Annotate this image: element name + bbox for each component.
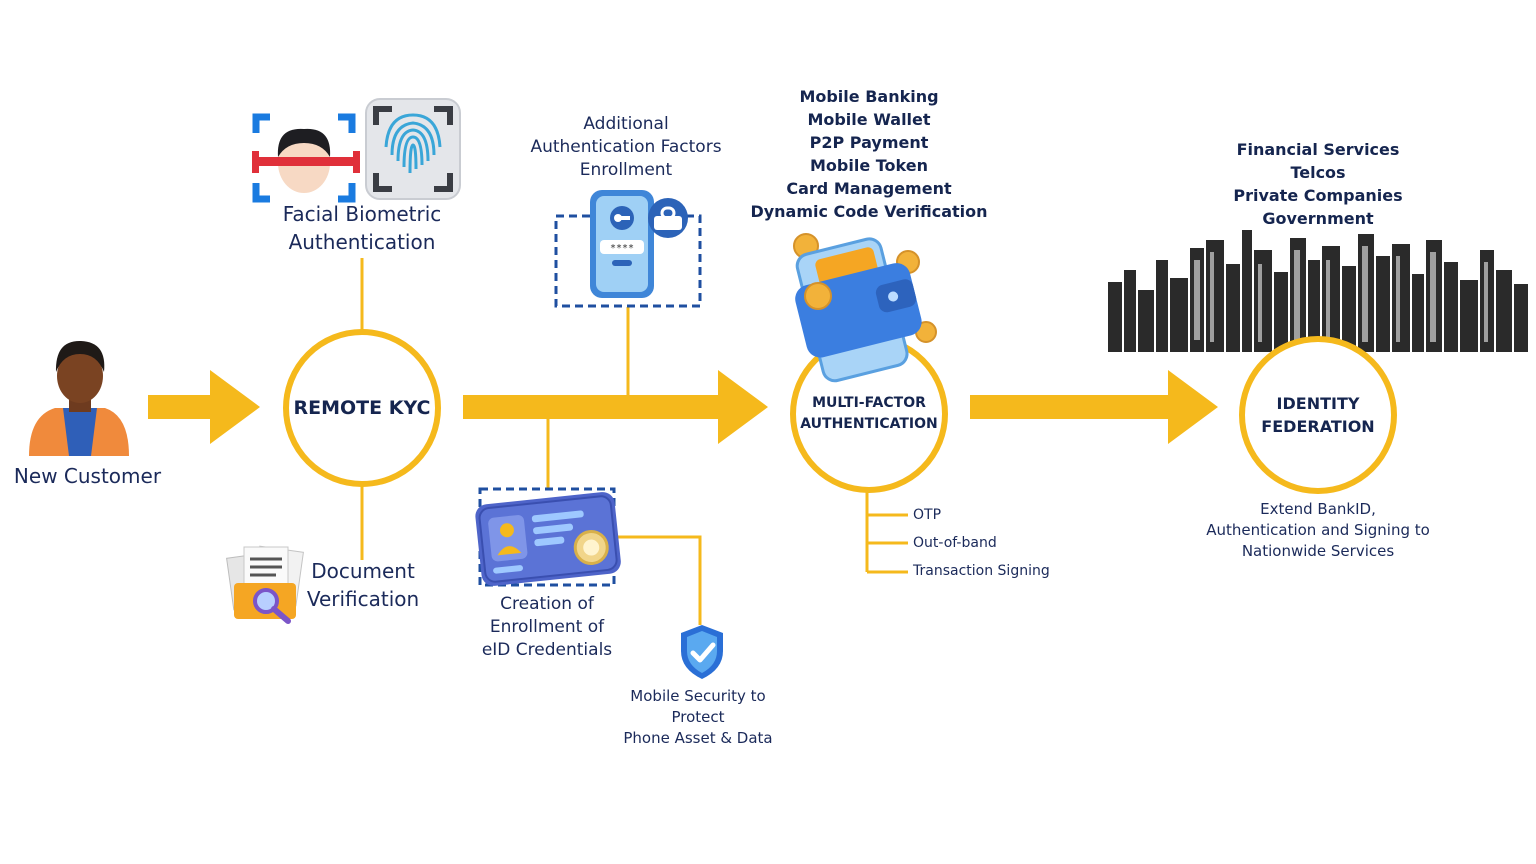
facial-biometric-label: Facial Biometric Authentication bbox=[262, 200, 462, 256]
use-case-item: Card Management bbox=[786, 179, 952, 198]
additional-factors-label: Additional Authentication Factors Enroll… bbox=[518, 113, 734, 182]
use-case-item: Dynamic Code Verification bbox=[750, 202, 988, 221]
mfa-method-transaction-signing: Transaction Signing bbox=[913, 563, 1050, 579]
mfa-title-line-1: MULTI-FACTOR bbox=[812, 395, 926, 411]
document-line-2: Verification bbox=[306, 587, 420, 611]
document-verification-label: Document Verification bbox=[300, 557, 426, 613]
use-case-item: Mobile Wallet bbox=[807, 110, 931, 129]
person-icon bbox=[29, 340, 129, 456]
sector-item: Government bbox=[1262, 209, 1374, 228]
document-search-icon bbox=[226, 545, 304, 624]
phone-auth-icon: **** bbox=[590, 190, 688, 298]
sector-item: Telcos bbox=[1290, 163, 1346, 182]
use-case-item: Mobile Banking bbox=[799, 87, 939, 106]
face-scan-icon bbox=[252, 113, 360, 203]
creation-line-1: Creation of bbox=[500, 594, 594, 614]
mfa-method-otp: OTP bbox=[913, 507, 942, 523]
arrow-kyc-to-mfa bbox=[463, 370, 768, 444]
mfa-use-case-list: Mobile Banking Mobile Wallet P2P Payment… bbox=[740, 85, 998, 223]
use-case-item: Mobile Token bbox=[810, 156, 928, 175]
mobile-security-label: Mobile Security to Protect Phone Asset &… bbox=[610, 686, 786, 749]
federation-title-line-1: IDENTITY bbox=[1276, 394, 1360, 413]
federation-desc-line-2: Authentication and Signing to bbox=[1206, 521, 1430, 539]
mfa-title-line-2: AUTHENTICATION bbox=[800, 416, 938, 432]
creation-line-3: eID Credentials bbox=[481, 640, 613, 660]
shield-check-icon bbox=[681, 625, 723, 679]
fingerprint-icon bbox=[365, 98, 461, 200]
federation-desc-line-3: Nationwide Services bbox=[1241, 542, 1395, 560]
federation-title-line-2: FEDERATION bbox=[1261, 417, 1375, 436]
federation-desc-line-1: Extend BankID, bbox=[1260, 500, 1376, 518]
sector-item: Financial Services bbox=[1236, 140, 1400, 159]
federation-sector-list: Financial Services Telcos Private Compan… bbox=[1208, 138, 1428, 230]
arrow-customer-to-kyc bbox=[148, 370, 260, 444]
creation-eid-label: Creation of Enrollment of eID Credential… bbox=[462, 593, 632, 662]
remote-kyc-node: REMOTE KYC bbox=[283, 329, 441, 487]
additional-line-3: Enrollment bbox=[579, 160, 673, 180]
arrow-mfa-to-federation bbox=[970, 370, 1218, 444]
use-case-item: P2P Payment bbox=[809, 133, 929, 152]
mobile-security-line-3: Phone Asset & Data bbox=[623, 729, 773, 747]
document-line-1: Document bbox=[311, 559, 415, 583]
id-card-icon bbox=[475, 492, 621, 586]
federation-description: Extend BankID, Authentication and Signin… bbox=[1190, 499, 1446, 562]
additional-line-2: Authentication Factors bbox=[530, 137, 722, 157]
svg-text:****: **** bbox=[610, 243, 634, 254]
remote-kyc-title: REMOTE KYC bbox=[293, 397, 431, 419]
facial-line-2: Authentication bbox=[288, 230, 436, 254]
creation-line-2: Enrollment of bbox=[489, 617, 605, 637]
new-customer-label: New Customer bbox=[13, 464, 162, 488]
mfa-method-out-of-band: Out-of-band bbox=[913, 535, 997, 551]
sector-item: Private Companies bbox=[1233, 186, 1403, 205]
city-skyline-icon bbox=[1108, 230, 1528, 352]
mobile-security-line-1: Mobile Security to bbox=[630, 687, 766, 705]
mobile-security-line-2: Protect bbox=[671, 708, 725, 726]
additional-line-1: Additional bbox=[583, 114, 669, 134]
facial-line-1: Facial Biometric bbox=[282, 202, 442, 226]
wallet-icon bbox=[793, 233, 937, 383]
identity-federation-node: IDENTITY FEDERATION bbox=[1239, 336, 1397, 494]
